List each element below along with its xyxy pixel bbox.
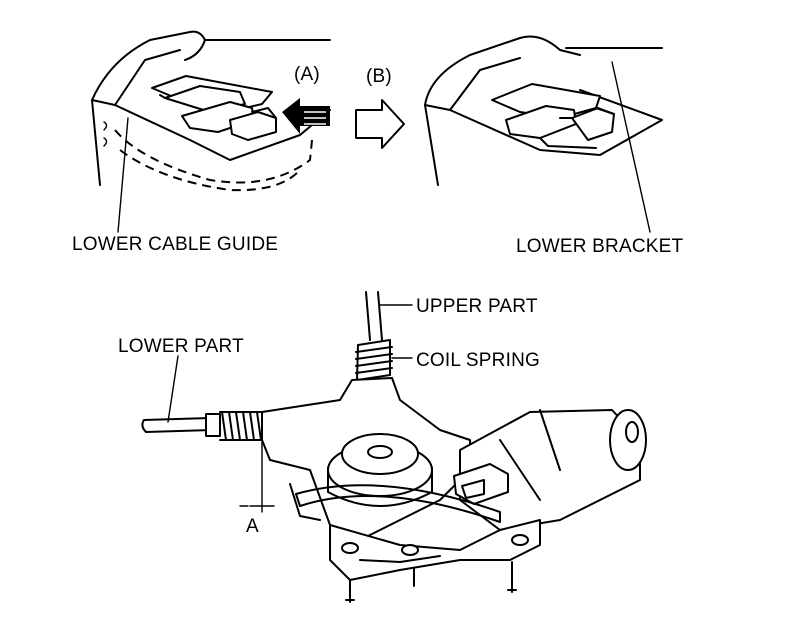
motor-body	[459, 409, 647, 531]
coil-spring-label: COIL SPRING	[416, 350, 540, 371]
lower-cable-guide-illustration	[91, 30, 331, 233]
step-arrow-icon	[355, 99, 405, 149]
lower-bracket-illustration	[424, 35, 663, 233]
step-b-label: (B)	[366, 66, 392, 87]
regulator-motor-illustration	[141, 291, 647, 603]
push-arrow-icon	[282, 98, 330, 134]
upper-coil-spring	[355, 339, 413, 381]
cable-guide-clip	[151, 75, 277, 141]
dimension-a-label: A	[246, 516, 259, 537]
upper-part-label: UPPER PART	[416, 296, 538, 317]
lower-cable-guide-leader	[117, 117, 129, 233]
lower-part-label: LOWER PART	[118, 336, 244, 357]
connector	[453, 463, 509, 505]
upper-cable	[365, 291, 413, 341]
base-plate	[329, 519, 541, 603]
lower-cable-guide-label: LOWER CABLE GUIDE	[72, 234, 278, 255]
lower-bracket-leader	[611, 61, 651, 233]
step-a-label: (A)	[294, 64, 320, 85]
lower-bracket-label: LOWER BRACKET	[516, 236, 683, 257]
dimension-a-marker	[239, 439, 275, 513]
lower-cable	[141, 355, 213, 433]
bracket-clip	[491, 83, 615, 149]
lower-coil-spring	[205, 411, 265, 441]
